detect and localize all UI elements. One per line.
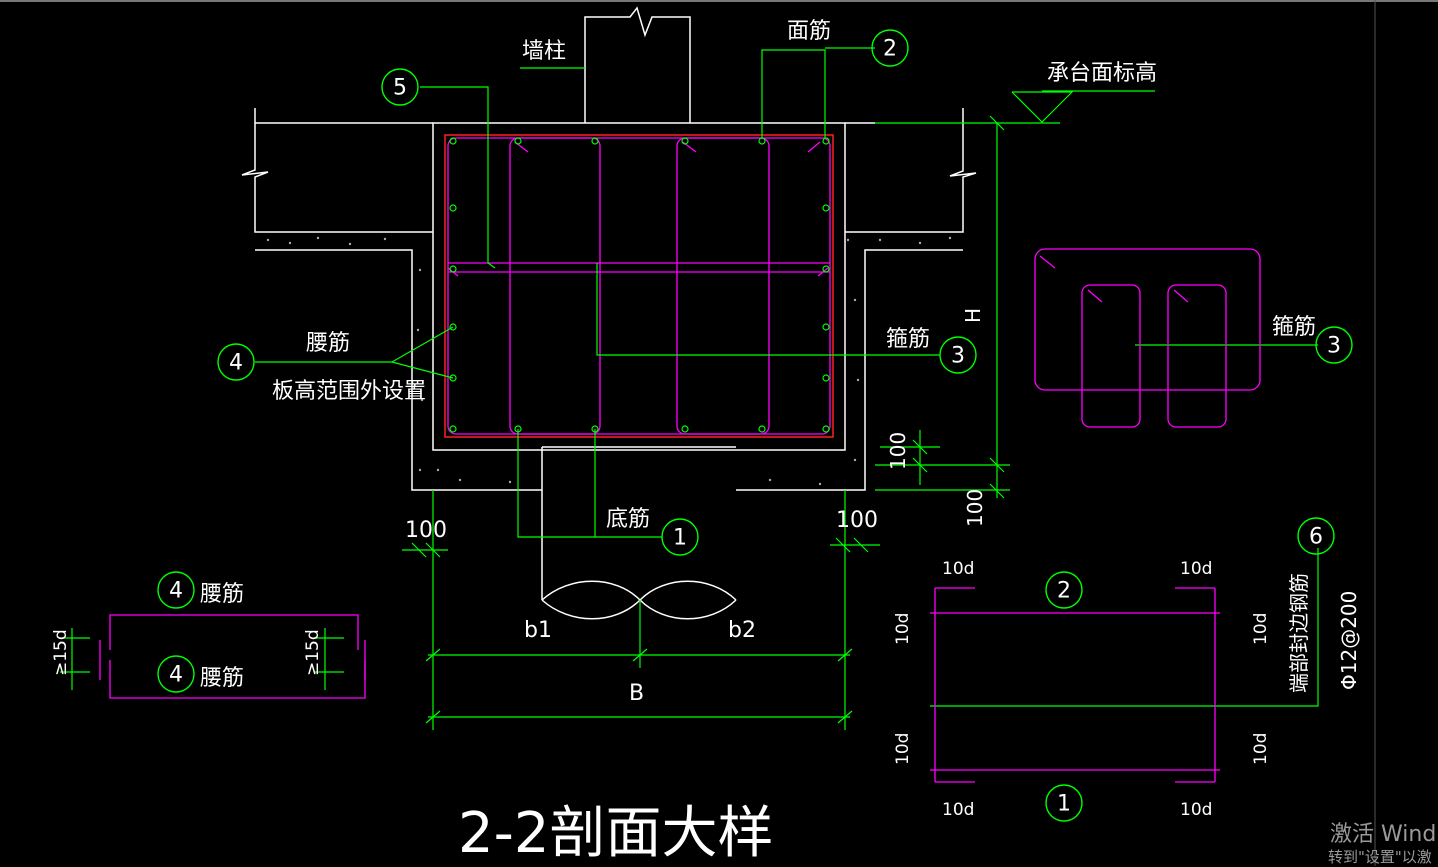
dim-10d-rd: 10d [1251,733,1271,765]
marker-2-num: 2 [883,37,897,62]
marker-1b [1045,784,1083,822]
dim-10d-br: 10d [1180,800,1212,820]
marker-4 [217,343,255,381]
waist-bar-label: 腰筋 [306,331,350,356]
marker-2 [871,29,909,67]
watermark-line2: 转到"设置"以激 [1328,848,1432,866]
bottom-bar-label: 底筋 [606,507,650,532]
concrete-hatch [266,236,952,486]
marker-1 [661,518,699,556]
marker-1b-num: 1 [1057,792,1071,817]
dim-10d-bl: 10d [942,800,974,820]
dim-10d-ru: 10d [1251,613,1271,645]
marker-3 [939,336,977,374]
dim-10d-tr: 10d [1180,559,1212,579]
dim-15d-right: ≥15d [303,629,323,676]
watermark-line1: 激活 Wind [1330,822,1437,847]
marker-4c [157,655,195,693]
end-closing-bar-label: 端部封边钢筋 [1287,573,1311,693]
cap-elevation-label: 承台面标高 [1047,61,1157,86]
waist-bar-label-2: 腰筋 [200,582,244,607]
stirrup-label: 箍筋 [886,327,930,352]
dim-100-right: 100 [836,508,878,533]
drawing-title: 2-2剖面大样 [458,801,773,866]
marker-5 [381,68,419,106]
dim-b2: b2 [728,618,756,643]
stirrup-group [447,137,831,435]
marker-1-num: 1 [673,526,687,551]
dim-10d-ld: 10d [893,733,913,765]
marker-2b-num: 2 [1057,579,1071,604]
marker-3b [1315,326,1353,364]
marker-6-num: 6 [1309,525,1323,550]
waist-bar-label-3: 腰筋 [200,666,244,691]
dim-100-vert-2: 100 [963,489,987,527]
end-bar-spec: Φ12@200 [1337,591,1361,690]
wall-column-label: 墙柱 [522,39,566,64]
dim-15d-left: ≥15d [51,629,71,676]
marker-3-num: 3 [951,344,965,369]
waist-bar-note: 板高范围外设置 [272,379,426,404]
main-bar-outline [444,134,834,438]
stirrup-detail [1034,248,1261,428]
dim-100-vert: 100 [886,432,910,470]
top-bar-label: 面筋 [787,19,831,44]
marker-6 [1297,517,1335,555]
marker-4b [157,571,195,609]
bar-dots [449,137,830,433]
dim-10d-lu: 10d [893,613,913,645]
marker-4-num: 4 [229,351,243,376]
marker-2b [1045,571,1083,609]
dim-B: B [629,681,644,706]
marker-4c-num: 4 [169,663,183,688]
dim-10d-tl: 10d [942,559,974,579]
marker-4b-num: 4 [169,579,183,604]
dim-100-left: 100 [405,518,447,543]
marker-3b-num: 3 [1327,334,1341,359]
waist-bar-detail [99,614,366,699]
dim-b1: b1 [524,618,552,643]
end-closing-detail [930,587,1220,783]
marker-5-num: 5 [393,76,407,101]
stirrup-label-2: 箍筋 [1272,315,1316,340]
leaders [60,47,1319,730]
dim-H: H [961,308,985,323]
